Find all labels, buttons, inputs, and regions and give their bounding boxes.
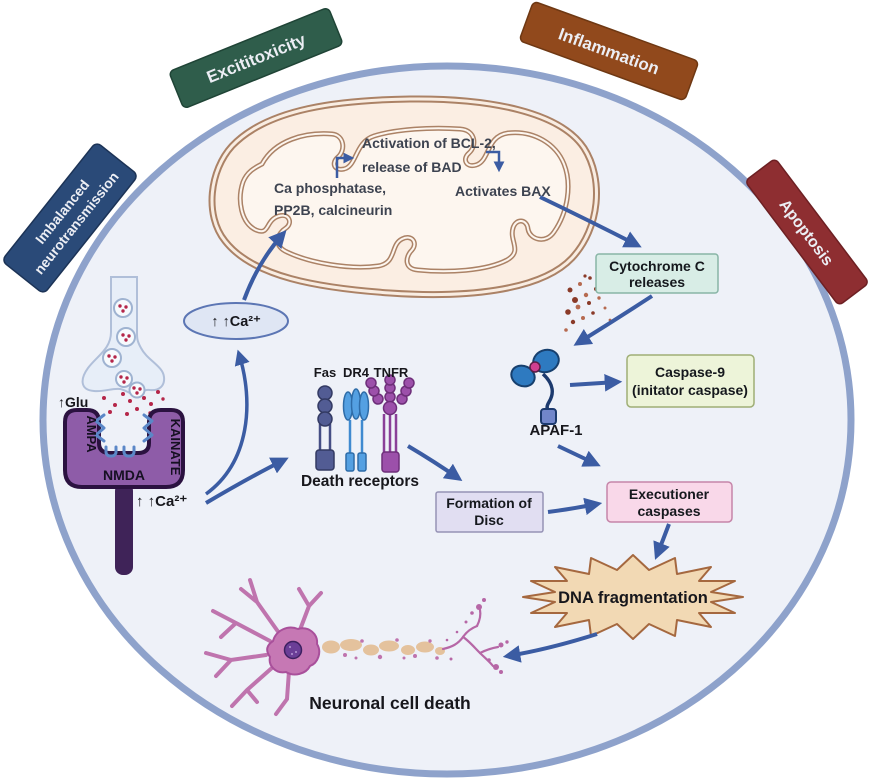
tnfr-label: TNFR: [374, 365, 409, 380]
vesicle-neurotransmitter-dots: [107, 304, 142, 395]
executioner-line1: Executioner: [629, 486, 710, 502]
arrow-calcium-to-death-receptors: [204, 457, 289, 505]
arrow-bax-to-cytochrome: [539, 195, 642, 248]
receptor-calcium-label: ↑ ↑Ca²⁺: [136, 493, 187, 510]
arrow-calcium-to-mitochondrion: [242, 230, 287, 301]
fragmenting-axon-terminal: [441, 608, 500, 668]
cytochrome-box: Cytochrome C releases: [595, 253, 719, 294]
ampa-label: AMPA: [84, 415, 99, 453]
apaf1-complex: APAF-1: [510, 348, 583, 439]
apaf1-base: [540, 408, 557, 425]
nucleus-speckles: [289, 646, 297, 655]
tnfr-receptor: [365, 374, 415, 473]
glutamate-label: ↑Glu: [58, 394, 88, 410]
calcium-increase-ellipse: ↑ ↑Ca²⁺: [183, 302, 289, 340]
caspase9-box: Caspase-9 (initator caspase): [626, 354, 755, 408]
arrow-receptors-to-disc: [406, 444, 463, 482]
death-receptors: Fas DR4 TNFR Death receptors: [301, 365, 419, 490]
kainate-label: KAINATE: [168, 419, 183, 476]
disc-line1: Formation of: [446, 495, 532, 511]
cytochrome-line1: Cytochrome C: [609, 258, 705, 274]
synaptic-vesicles: [102, 298, 146, 399]
arrow-disc-to-executioner: [547, 497, 603, 516]
glutamate-receptor-complex: AMPA KAINATE NMDA ↑ ↑Ca²⁺: [63, 408, 187, 575]
executioner-caspases-box: Executioner caspases: [606, 481, 733, 523]
arrow-dna-to-neuron: [502, 632, 598, 663]
mito-phosphatase-line2: PP2B, calcineurin: [274, 202, 392, 218]
mitochondrion: Activation of BCL-2, release of BAD Ca p…: [208, 95, 600, 299]
axon-debris-dots: [343, 638, 439, 660]
formation-of-disc-box: Formation of Disc: [435, 491, 544, 533]
arrow-receptor-to-calcium-ellipse: [204, 349, 250, 496]
fas-receptor: [315, 385, 335, 471]
arrow-cytochrome-to-apaf1: [573, 294, 654, 346]
dna-fragmentation-label: DNA fragmentation: [558, 589, 708, 607]
dna-fragmentation-burst: DNA fragmentation: [522, 554, 744, 640]
apaf1-pink-site: [529, 361, 541, 373]
released-glutamate-dots: [102, 390, 165, 416]
receptor-stem: [115, 483, 133, 575]
elbow-arrow-bcl2-to-bax: [486, 150, 505, 173]
pathway-arrows: [204, 195, 671, 663]
mito-outer-membrane-gap: [210, 97, 598, 297]
arrow-apaf1-to-executioner: [557, 444, 601, 467]
executioner-line2: caspases: [637, 503, 700, 519]
nmda-label: NMDA: [103, 467, 145, 483]
mito-activation-line2: release of BAD: [362, 159, 462, 175]
mito-inner-membrane-gap: [239, 127, 570, 273]
apaf1-blob-lower: [510, 364, 536, 388]
dr4-label: DR4: [343, 365, 370, 380]
apaf1-label: APAF-1: [529, 422, 582, 439]
neuronal-cell-death-label: Neuronal cell death: [309, 693, 470, 713]
disc-line2: Disc: [474, 512, 504, 528]
dying-neuron: Neuronal cell death: [204, 578, 509, 716]
degenerating-axon-fragments: [322, 639, 445, 656]
calcium-ellipse-label: ↑ ↑Ca²⁺: [211, 314, 261, 330]
caspase9-line2: (initator caspase): [632, 382, 748, 398]
neuron-nucleus: [283, 640, 303, 660]
bound-ligand-squiggles: [94, 413, 154, 458]
fas-label: Fas: [314, 365, 336, 380]
presynaptic-terminal: ↑Glu: [58, 276, 166, 416]
mito-activation-line1: Activation of BCL-2,: [362, 135, 496, 151]
death-receptors-label: Death receptors: [301, 473, 419, 490]
arrow-apaf1-to-caspase9: [569, 374, 623, 392]
caspase9-line1: Caspase-9: [655, 364, 725, 380]
mito-bax-label: Activates BAX: [455, 183, 551, 199]
arrow-executioner-to-dna: [653, 523, 671, 560]
elbow-arrow-phosphatase-to-bad: [335, 152, 355, 178]
neuron-dendrites: [204, 578, 323, 716]
terminal-fragment-dots: [445, 598, 509, 674]
mito-phosphatase-line1: Ca phosphatase,: [274, 180, 386, 196]
dr4-receptor: [342, 388, 370, 472]
cytochrome-line2: releases: [629, 274, 685, 290]
